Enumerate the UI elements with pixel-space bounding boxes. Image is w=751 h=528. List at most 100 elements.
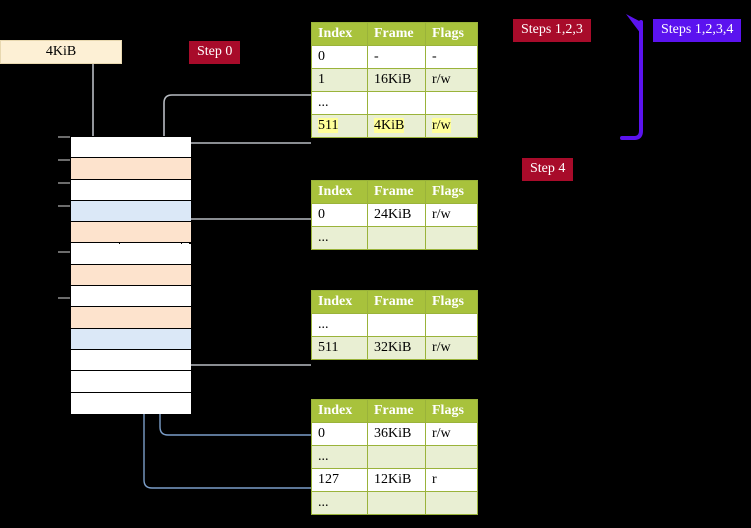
- cell-value: ...: [318, 230, 329, 245]
- column-header-flags: Flags: [425, 399, 478, 423]
- table-row: ...: [311, 445, 478, 469]
- table-cell: 16KiB: [367, 68, 426, 92]
- cell-value: r/w: [432, 72, 451, 87]
- table-cell: [425, 445, 478, 469]
- table-cell: r/w: [425, 68, 478, 92]
- badge-step-4: Step 4: [522, 158, 574, 181]
- table-cell: ...: [311, 491, 368, 515]
- table-cell: [367, 91, 426, 115]
- column-header-flags: Flags: [425, 290, 478, 314]
- cell-value: -: [432, 49, 437, 64]
- cell-value: 24KiB: [374, 207, 412, 222]
- table-cell: 1: [311, 68, 368, 92]
- table-cell: 0: [311, 203, 368, 227]
- cell-value: ...: [318, 495, 329, 510]
- table-cell: [367, 491, 426, 515]
- cell-value: 1: [318, 72, 325, 87]
- table-cell: ...: [311, 91, 368, 115]
- table-cell: 24KiB: [367, 203, 426, 227]
- table-cell: r: [425, 468, 478, 492]
- cell-value: r/w: [432, 340, 451, 355]
- column-header-frame: Frame: [367, 290, 426, 314]
- table-cell: 511: [311, 114, 368, 138]
- memory-tick-marks: [58, 136, 70, 299]
- memory-row: [71, 179, 191, 201]
- column-header-flags: Flags: [425, 22, 478, 46]
- cell-value: 12KiB: [374, 472, 412, 487]
- table-cell: -: [425, 45, 478, 69]
- memory-row: [71, 158, 191, 180]
- badge-step-0: Step 0: [189, 41, 241, 64]
- table-cell: r/w: [425, 203, 478, 227]
- table-row: 0 36KiB r/w: [311, 422, 478, 446]
- column-header-frame: Frame: [367, 180, 426, 204]
- memory-row: [71, 137, 191, 159]
- memory-row: [71, 264, 191, 287]
- table-cell: 4KiB: [367, 114, 426, 138]
- table-cell: 12KiB: [367, 468, 426, 492]
- table-row: ...: [311, 313, 478, 337]
- table-cell: [367, 313, 426, 337]
- table-row: ...: [311, 91, 478, 115]
- table-cell: r/w: [425, 114, 478, 138]
- table-row: ...: [311, 226, 478, 250]
- cell-value: 0: [318, 207, 325, 222]
- cell-value: 511: [318, 340, 339, 355]
- cell-value: r: [432, 472, 437, 487]
- table-row: 511 32KiB r/w: [311, 336, 478, 360]
- table-cell: 0: [311, 422, 368, 446]
- table-cell: ...: [311, 226, 368, 250]
- memory-row: [71, 222, 191, 244]
- cell-value: 16KiB: [374, 72, 412, 87]
- column-header-flags: Flags: [425, 180, 478, 204]
- physical-memory-column: [70, 136, 191, 415]
- cell-value: 36KiB: [374, 426, 412, 441]
- cell-value: ...: [318, 317, 329, 332]
- table-row: 0 --: [311, 45, 478, 69]
- table-cell: [367, 226, 426, 250]
- cell-value: ...: [318, 95, 329, 110]
- table-cell: ...: [311, 445, 368, 469]
- memory-row: [71, 350, 191, 372]
- offset-box-label: 4KiB: [45, 44, 77, 59]
- table-cell: 36KiB: [367, 422, 426, 446]
- memory-row: [71, 243, 191, 265]
- cell-value: 4KiB: [374, 118, 405, 133]
- cell-value: r/w: [432, 426, 451, 441]
- table-cell: 511: [311, 336, 368, 360]
- table-cell: 32KiB: [367, 336, 426, 360]
- cell-value: r/w: [432, 118, 451, 133]
- cell-value: 127: [318, 472, 339, 487]
- table-row: 127 12KiB r: [311, 468, 478, 492]
- column-header-index: Index: [311, 22, 368, 46]
- cell-value: 0: [318, 426, 325, 441]
- column-header-frame: Frame: [367, 399, 426, 423]
- cell-value: 32KiB: [374, 340, 412, 355]
- offset-box: 4KiB: [0, 40, 122, 64]
- table-cell: -: [367, 45, 426, 69]
- cell-value: 0: [318, 49, 325, 64]
- memory-row: [71, 328, 191, 350]
- table-cell: r/w: [425, 336, 478, 360]
- badge-steps-123: Steps 1,2,3: [513, 19, 591, 42]
- table-cell: [425, 491, 478, 515]
- cell-value: ...: [318, 449, 329, 464]
- table-cell: r/w: [425, 422, 478, 446]
- table-cell: [425, 226, 478, 250]
- table-cell: ...: [311, 313, 368, 337]
- loop-arrow: [620, 14, 643, 140]
- memory-row: [71, 200, 191, 223]
- cell-value: 511: [318, 118, 339, 133]
- memory-row: [71, 392, 191, 414]
- column-header-index: Index: [311, 399, 368, 423]
- table-row: ...: [311, 491, 478, 515]
- memory-row: [71, 371, 191, 393]
- cell-value: r/w: [432, 207, 451, 222]
- table-cell: [425, 91, 478, 115]
